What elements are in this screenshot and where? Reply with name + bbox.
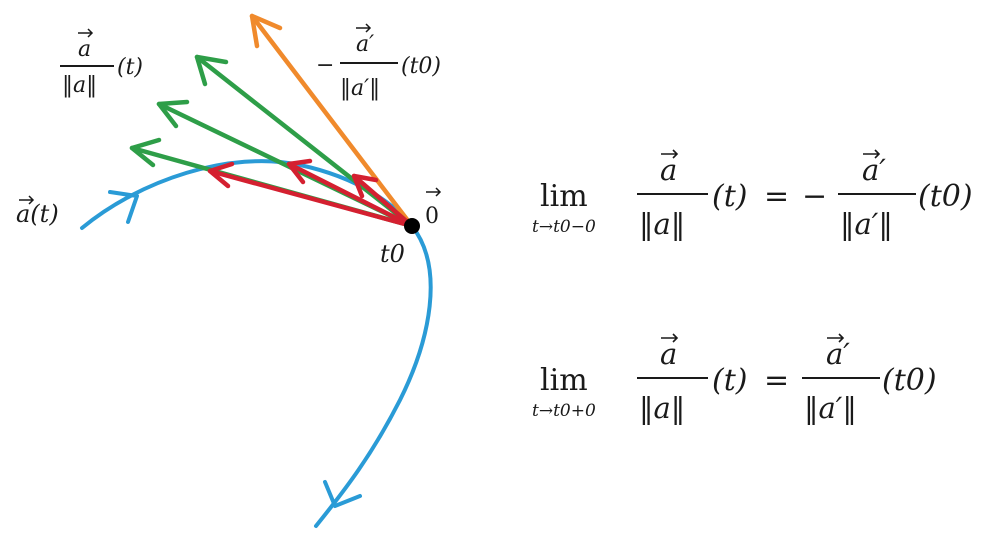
- svg-text:(t0): (t0): [882, 363, 937, 398]
- chord-vector-1: [207, 161, 415, 229]
- svg-text:‖a′‖: ‖a′‖: [840, 207, 893, 241]
- svg-text:a′: a′: [356, 32, 374, 57]
- label-point-t0: t0: [380, 240, 405, 268]
- chord-vector-2: [286, 158, 415, 229]
- svg-text:(t): (t): [712, 363, 747, 398]
- curve-direction-arrow-lower: [323, 480, 362, 508]
- label-unit-vector: a ‖a‖ (t): [60, 28, 143, 98]
- limit-unit-vector: [249, 13, 415, 229]
- svg-text:t→t0−0: t→t0−0: [532, 217, 596, 237]
- svg-text:lim: lim: [540, 179, 588, 214]
- label-limit-vector: − a′ ‖a′‖ (t0): [316, 23, 441, 101]
- svg-text:a: a: [660, 153, 677, 187]
- limit-formula-left: lim t→t0−0 a ‖a‖ (t) = − a′ ‖a′‖ (t0): [532, 149, 973, 270]
- svg-text:‖a‖: ‖a‖: [639, 207, 685, 241]
- svg-text:=: =: [764, 179, 789, 214]
- svg-text:a′: a′: [826, 337, 850, 371]
- label-curve: a(t): [16, 195, 59, 228]
- svg-text:a: a: [660, 337, 677, 371]
- svg-text:=: =: [764, 363, 789, 398]
- svg-text:t→t0+0: t→t0+0: [532, 401, 596, 421]
- svg-text:a: a: [78, 37, 91, 62]
- svg-text:(t0): (t0): [918, 179, 973, 214]
- svg-text:‖a‖: ‖a‖: [62, 73, 97, 98]
- svg-text:a′: a′: [862, 153, 886, 187]
- svg-text:‖a′‖: ‖a′‖: [340, 76, 380, 101]
- svg-text:−: −: [316, 53, 334, 78]
- point-t0: [404, 218, 420, 234]
- chord-vector-3: [351, 173, 415, 229]
- limit-formula-right: lim t→t0+0 a ‖a‖ (t) = a′ ‖a′‖ (t0): [532, 333, 972, 454]
- svg-text:a(t): a(t): [16, 200, 59, 228]
- svg-text:−: −: [802, 179, 827, 214]
- curve-direction-arrow-upper: [108, 190, 139, 224]
- svg-text:(t): (t): [712, 179, 747, 214]
- svg-text:lim: lim: [540, 363, 588, 398]
- svg-text:(t0): (t0): [401, 54, 441, 79]
- svg-text:‖a‖: ‖a‖: [639, 391, 685, 425]
- svg-text:0: 0: [425, 204, 439, 229]
- svg-text:‖a′‖: ‖a′‖: [804, 391, 857, 425]
- svg-text:(t): (t): [117, 55, 143, 80]
- label-origin: 0: [425, 187, 442, 229]
